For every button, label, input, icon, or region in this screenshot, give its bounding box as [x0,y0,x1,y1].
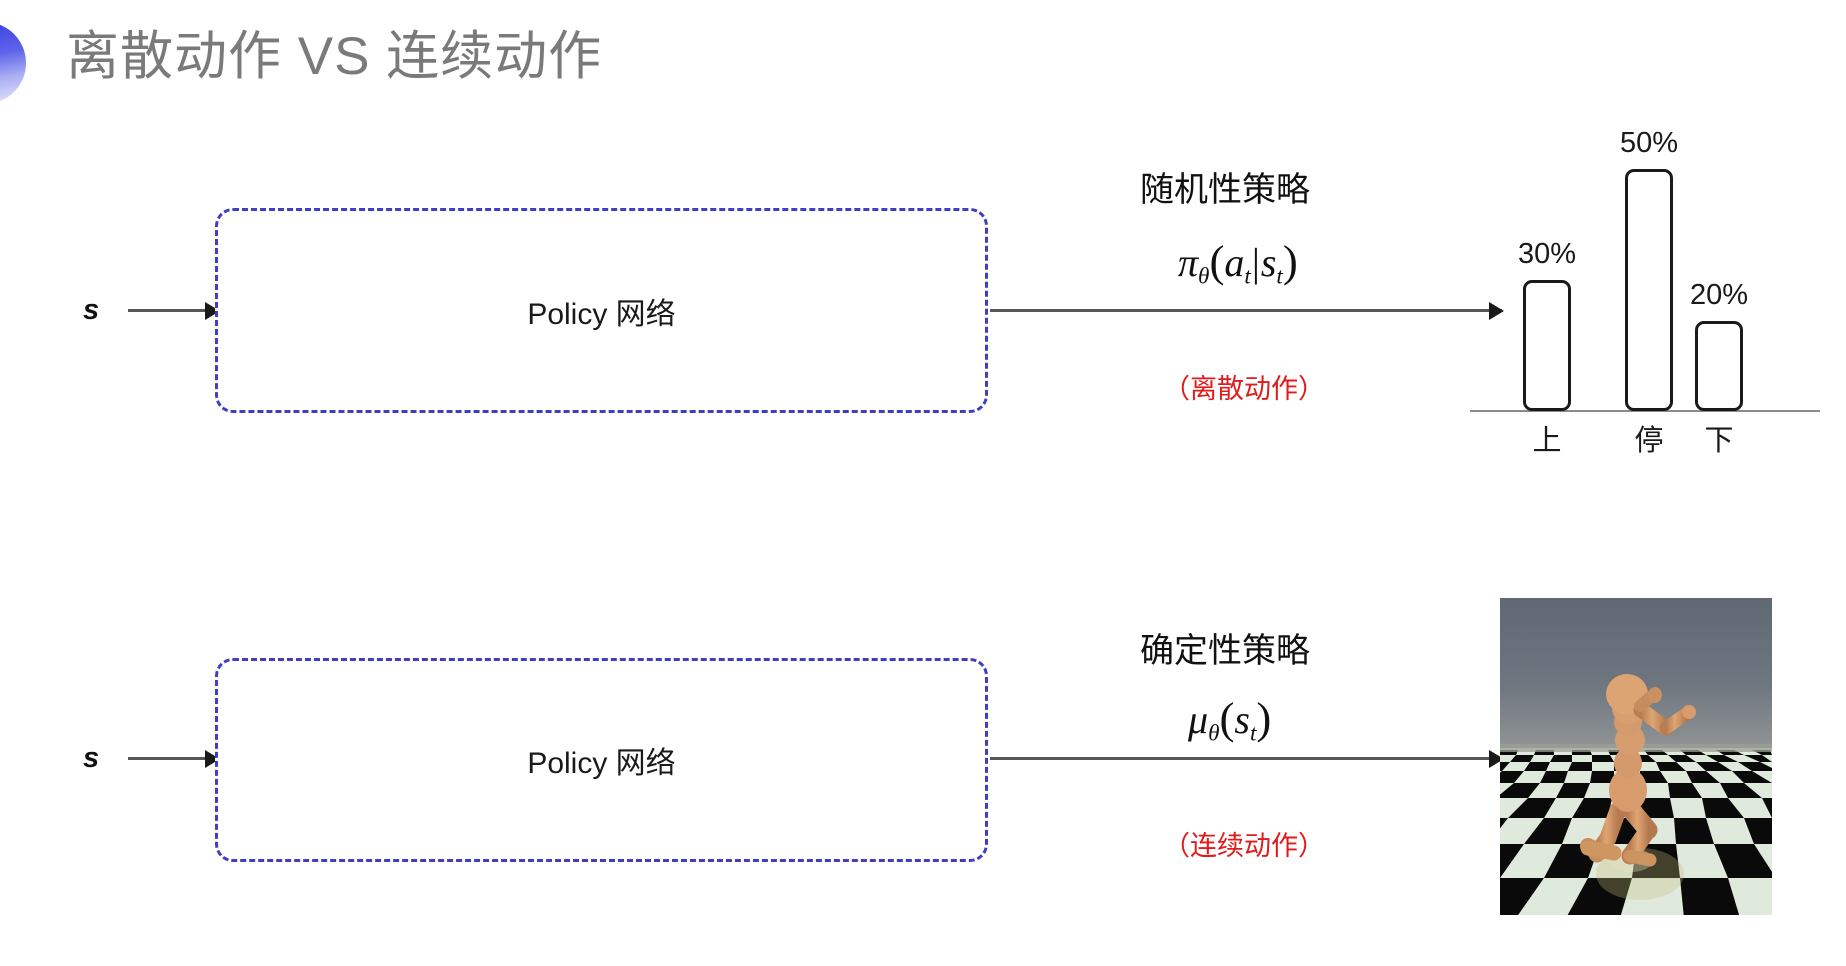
formula-conditional-bar: | [1251,240,1260,285]
bar-category-label-0: 上 [1532,425,1562,457]
formula-fn: π [1178,240,1199,285]
bar-group-1: 50% 停 [1610,109,1688,457]
policy-network-label-discrete: Policy 网络 [527,297,676,331]
arrow-policy-to-output-discrete [990,309,1502,312]
formula-arg2-sub: t [1276,263,1283,290]
bar-value-label-0: 30% [1517,238,1577,270]
humanoid-simulation-image [1500,598,1772,915]
bar-value-label-2: 20% [1689,279,1749,311]
arrow-input-to-policy-discrete [128,309,218,312]
policy-kind-deterministic: 确定性策略 [1140,632,1310,670]
formula-deterministic-policy: μθ(st) [1188,692,1271,747]
formula-close-paren-2: ) [1256,693,1272,743]
formula-open-paren: ( [1209,236,1225,286]
formula-close-paren: ) [1282,236,1298,286]
policy-kind-stochastic: 随机性策略 [1140,171,1310,209]
bar-rect-0 [1523,280,1571,411]
input-state-label-continuous: s [83,742,100,774]
formula-fn-sub-2: θ [1208,720,1220,747]
bar-value-label-1: 50% [1619,127,1679,159]
policy-network-box-continuous[interactable]: Policy 网络 [215,658,988,862]
formula-fn-sub: θ [1198,263,1210,290]
input-state-label-discrete: s [83,294,100,326]
formula-arg2: s [1260,240,1277,285]
humanoid-sim-svg [1500,598,1772,915]
formula-arg1-2: s [1234,697,1250,742]
bar-rect-2 [1695,321,1743,411]
formula-stochastic-policy: πθ(at|st) [1178,235,1298,290]
action-probability-bar-chart: 30% 上 50% 停 20% 下 [1470,110,1820,460]
formula-arg1-sub-2: t [1249,720,1257,747]
formula-open-paren-2: ( [1219,693,1235,743]
bar-rect-1 [1625,169,1673,411]
formula-arg1-sub: t [1244,263,1251,290]
policy-network-label-continuous: Policy 网络 [527,747,676,780]
bar-category-label-1: 停 [1634,425,1664,457]
action-note-continuous: （连续动作） [1163,831,1325,861]
formula-fn-2: μ [1188,697,1209,742]
page-title: 离散动作 VS 连续动作 [66,27,603,86]
formula-arg1: a [1224,240,1245,285]
action-note-discrete: （离散动作） [1163,374,1325,404]
arrow-input-to-policy-continuous [128,757,218,760]
bar-group-2: 20% 下 [1680,109,1758,457]
bar-category-label-2: 下 [1704,425,1734,457]
sim-humanoid-figure [1580,674,1696,867]
arrow-policy-to-output-continuous [990,757,1502,760]
chart-baseline-axis [1470,410,1820,412]
half-circle-gradient-icon [0,22,26,104]
bar-group-0: 30% 上 [1508,109,1586,457]
policy-network-box-discrete[interactable]: Policy 网络 [215,208,988,413]
